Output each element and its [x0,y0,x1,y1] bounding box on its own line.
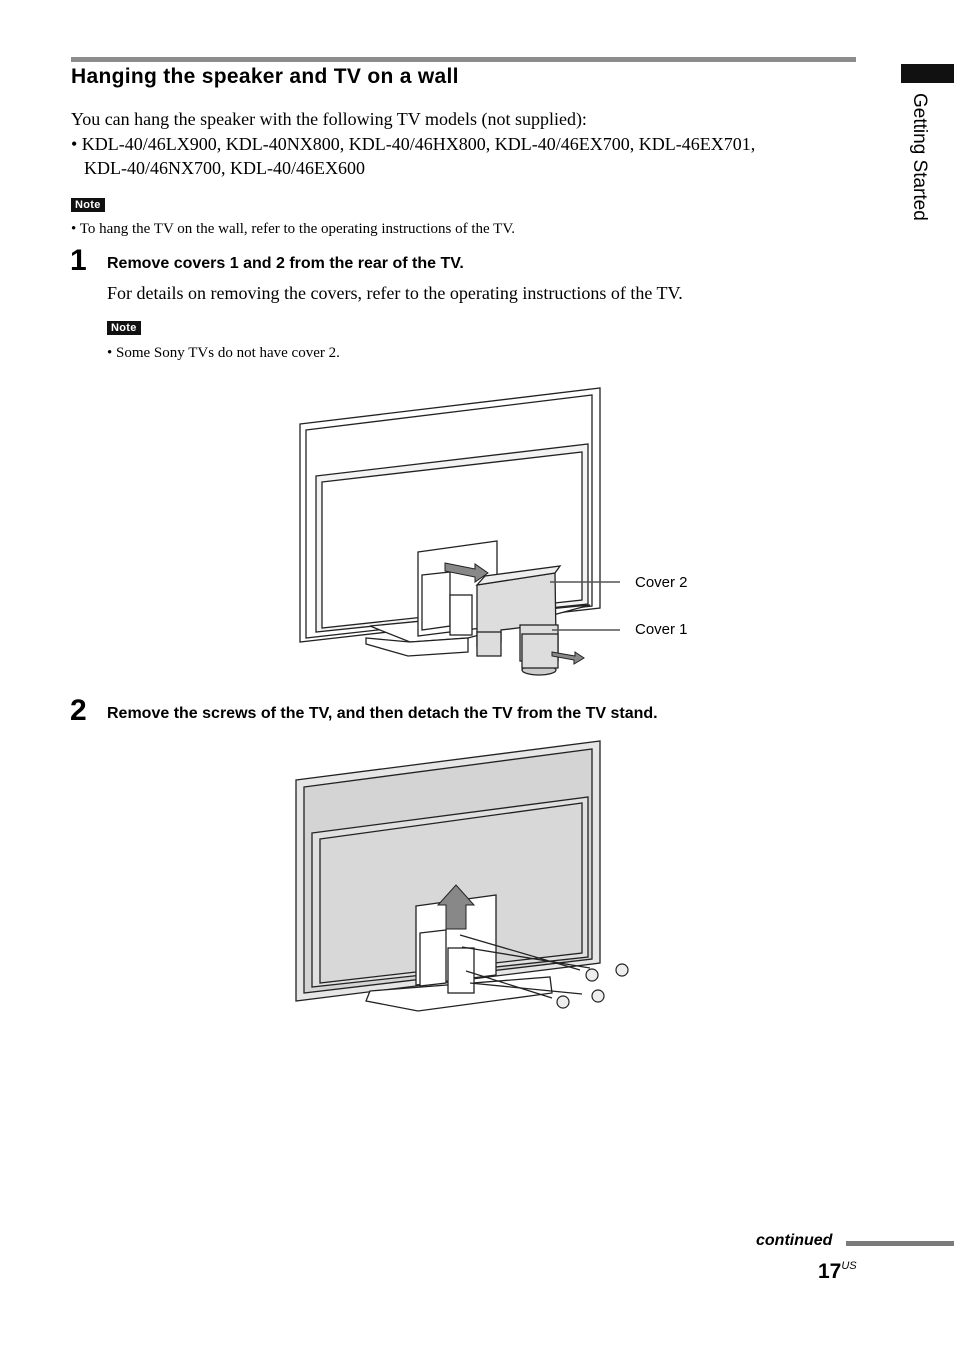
section-tab-label: Getting Started [909,93,930,221]
step-1-note-text: • Some Sony TVs do not have cover 2. [107,345,340,361]
step-2-title: Remove the screws of the TV, and then de… [107,705,658,722]
models-list-line-2: KDL-40/46NX700, KDL-40/46EX600 [84,158,365,178]
section-heading: Hanging the speaker and TV on a wall [71,65,459,88]
step-1-title: Remove covers 1 and 2 from the rear of t… [107,255,464,272]
callout-cover-2: Cover 2 [635,574,688,591]
step-1-note-badge: Note [107,321,141,335]
section-tab-marker [901,64,954,83]
step-1-body: For details on removing the covers, refe… [107,283,683,303]
step-1-number: 1 [70,244,87,277]
page-number: 17US [818,1260,857,1284]
continued-label: continued [756,1232,833,1249]
note-badge: Note [71,198,105,212]
note-text: • To hang the TV on the wall, refer to t… [71,221,515,237]
tv-covers-illustration [299,387,620,676]
models-list-line-1: • KDL-40/46LX900, KDL-40NX800, KDL-40/46… [71,134,756,154]
intro-text: You can hang the speaker with the follow… [71,109,587,129]
page-number-value: 17 [818,1260,842,1283]
section-top-rule [71,57,856,62]
callout-cover-1: Cover 1 [635,621,688,638]
step-2-number: 2 [70,694,87,727]
tv-screws-illustration [295,740,629,1012]
page-number-suffix: US [841,1260,857,1272]
continued-bar [846,1241,954,1246]
